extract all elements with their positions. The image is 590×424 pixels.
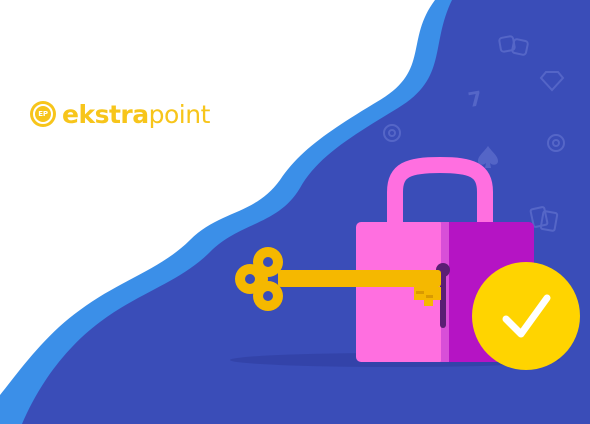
spade-icon [478,146,498,168]
checkmark-badge-icon [472,262,580,370]
brand-name-light: point [148,99,211,129]
brand-name: ekstrapoint [62,102,210,127]
brand-logo: EP ekstrapoint [30,96,210,132]
golden-key-icon [235,247,441,311]
chip-icon-small [547,134,565,152]
brand-badge-text: EP [33,104,53,124]
brand-name-bold: ekstra [62,99,149,129]
seven-icon: 7 [466,86,484,112]
dice-icon [498,35,529,56]
svg-text:7: 7 [466,86,484,112]
cards-icon [529,206,559,232]
chip-icon [383,124,401,142]
brand-badge-icon: EP [30,101,56,127]
diamond-icon [539,71,565,92]
